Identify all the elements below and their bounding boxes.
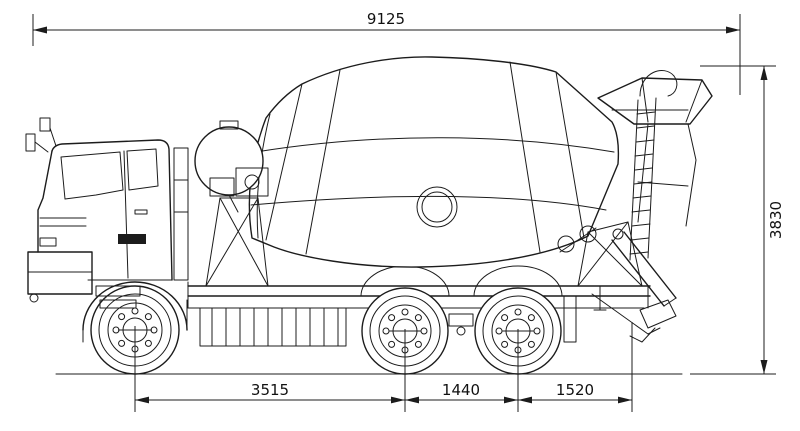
drum-seam-upper bbox=[255, 137, 615, 153]
cab-roof bbox=[51, 139, 173, 281]
rear-pedestal bbox=[557, 221, 643, 287]
mixer-drum bbox=[248, 56, 620, 268]
mud-flap bbox=[563, 295, 577, 343]
rear-fender-2 bbox=[473, 265, 563, 297]
dimension-rear-overhang: 1520 bbox=[518, 381, 632, 404]
side-toolbox bbox=[199, 307, 347, 347]
wide-mirror bbox=[39, 117, 51, 132]
access-ladder bbox=[629, 97, 657, 261]
tow-hook bbox=[29, 293, 39, 303]
drum-roller bbox=[557, 235, 575, 253]
drum-drive-pedestal bbox=[205, 167, 269, 287]
dimension-overall-height: 3830 bbox=[690, 65, 785, 375]
front-bumper bbox=[27, 251, 93, 295]
discharge-chute bbox=[591, 228, 677, 343]
windshield-edge bbox=[37, 150, 53, 253]
drum-outline bbox=[248, 56, 620, 268]
door-window bbox=[60, 151, 124, 200]
quarter-window bbox=[126, 148, 159, 191]
drum-gearbox bbox=[209, 177, 235, 197]
overall-height-label: 3830 bbox=[767, 201, 785, 239]
axle-extension-lines bbox=[134, 322, 633, 412]
charging-hopper bbox=[597, 70, 713, 227]
cab-rear-stack bbox=[173, 147, 189, 281]
dimension-wheelbase: 3515 bbox=[135, 381, 405, 404]
brand-badge bbox=[118, 234, 146, 244]
drum-seam-lower bbox=[250, 195, 607, 211]
front-fender bbox=[82, 281, 188, 331]
handrail bbox=[639, 70, 678, 97]
wheelbase-label: 3515 bbox=[251, 381, 289, 399]
rear-overhang-label: 1520 bbox=[556, 381, 594, 399]
dimension-overall-length: 9125 bbox=[32, 10, 741, 95]
bogie-equalizer bbox=[448, 313, 474, 327]
overall-length-label: 9125 bbox=[367, 10, 405, 28]
side-mirror bbox=[25, 133, 36, 152]
drum-roller bbox=[579, 225, 597, 243]
drum-manhole bbox=[416, 186, 458, 228]
door-handle bbox=[134, 209, 148, 215]
dimension-tandem-spacing: 1440 bbox=[405, 381, 518, 404]
tandem-spacing-label: 1440 bbox=[442, 381, 480, 399]
headlight bbox=[39, 237, 57, 247]
truck-cab bbox=[25, 117, 189, 343]
cab-step bbox=[95, 285, 141, 297]
